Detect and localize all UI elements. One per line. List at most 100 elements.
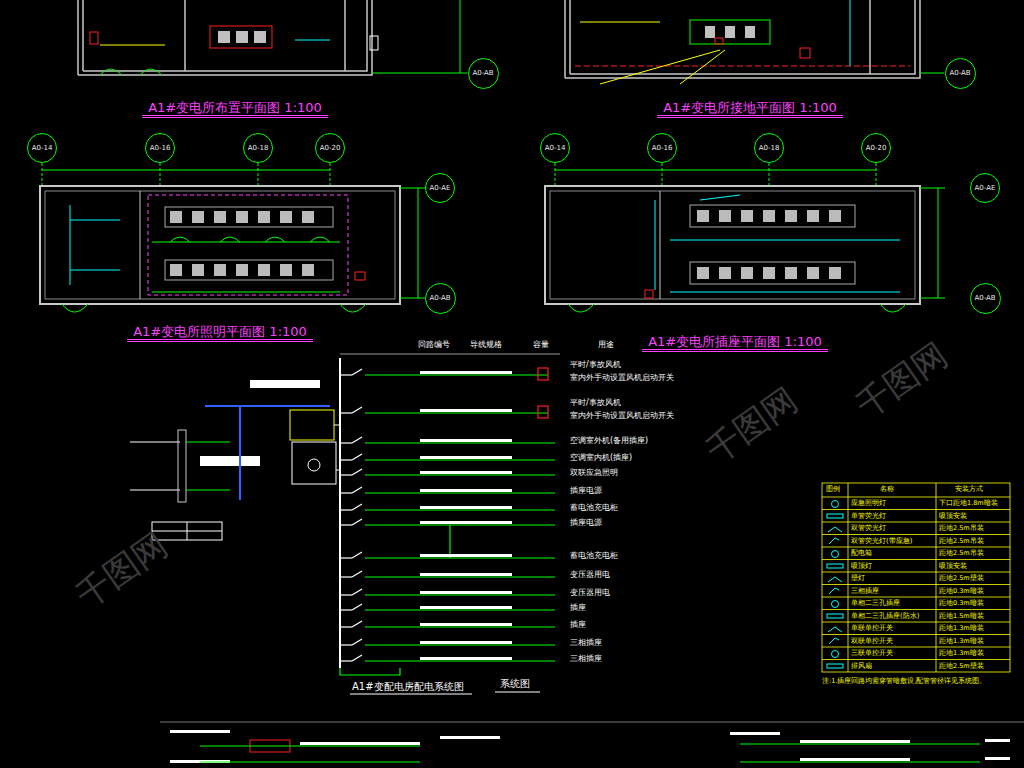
drawing-stroke <box>372 73 467 74</box>
plan-equipment <box>90 0 467 75</box>
axis-label: A0-AB <box>949 70 970 77</box>
legend-symbol-shape <box>832 550 839 557</box>
drawing-stroke <box>340 524 352 525</box>
legend-text: 单管荧光灯 <box>851 513 886 520</box>
legend-symbol <box>825 549 845 559</box>
drawing-stroke <box>295 40 330 41</box>
legend-text: 双管荧光灯 <box>851 525 886 532</box>
drawing-stroke <box>340 626 352 627</box>
drawing-stroke <box>365 374 548 375</box>
drawing-stroke <box>250 380 320 388</box>
drawing-stroke <box>370 36 378 50</box>
drawing-stroke <box>352 487 362 493</box>
bottom-schedule <box>160 722 1024 763</box>
legend-text: 单联单控开关 <box>851 625 893 632</box>
circuit-use: 插座电源 <box>570 487 602 495</box>
plan-walls <box>78 0 372 75</box>
drawing-stroke <box>170 730 230 733</box>
drawing-stroke <box>340 474 352 475</box>
drawing-stroke <box>848 483 849 672</box>
legend-text: 壁灯 <box>851 575 865 582</box>
drawing-stroke <box>365 474 555 475</box>
drawing-stroke <box>200 746 420 747</box>
legend-symbol <box>825 611 845 621</box>
axis-bubble: A0-AB <box>945 58 976 89</box>
drawing-stroke <box>152 242 340 243</box>
column-header: 容量 <box>533 341 549 349</box>
drawing-stroke <box>655 200 656 290</box>
drawing-stroke <box>340 609 352 610</box>
drawing-stroke <box>700 195 740 200</box>
drawing-stroke <box>70 205 71 285</box>
drawing-note: 注:1.插座回路均需穿管暗敷设,配管管径详见系统图。 <box>822 678 986 685</box>
drawing-stroke <box>740 762 980 763</box>
legend-symbol <box>825 624 845 634</box>
drawing-stroke <box>165 260 333 280</box>
drawing-stroke <box>822 622 1010 623</box>
drawing-stroke <box>236 264 248 276</box>
drawing-stroke <box>365 594 555 595</box>
drawing-stroke <box>70 220 120 221</box>
drawing-stroke <box>575 66 910 67</box>
axis-label: A0-AB <box>429 295 450 302</box>
drawing-stroke <box>170 211 182 223</box>
drawing-stroke <box>218 31 230 43</box>
install-method: 距地1.3m暗装 <box>939 650 984 657</box>
legend-text: 应急照明灯 <box>851 500 886 507</box>
legend-text: 单相二三孔插座 <box>851 600 900 607</box>
drawing-stroke <box>741 267 753 279</box>
drawing-stroke <box>152 292 340 293</box>
drawing-stroke <box>40 186 400 304</box>
drawing-stroke <box>45 191 395 299</box>
plan-walls <box>565 0 920 78</box>
axis-bubble: A0-20 <box>861 133 891 163</box>
column-header: 导线规格 <box>470 341 502 349</box>
install-method: 距地1.5m暗装 <box>939 613 984 620</box>
drawing-stroke <box>725 26 735 38</box>
drawing-stroke <box>140 191 141 299</box>
drawing-stroke <box>920 73 944 74</box>
axis-label: A0-AB <box>974 295 995 302</box>
drawing-stroke <box>352 552 362 558</box>
drawing-stroke <box>565 0 920 78</box>
drawing-stroke <box>152 522 222 540</box>
drawing-stroke <box>340 644 352 645</box>
drawing-stroke <box>352 639 362 645</box>
drawing-stroke <box>352 407 362 413</box>
watermark: 千图网 <box>700 381 803 467</box>
axis-bubble: A0-14 <box>27 133 57 163</box>
drawing-stroke <box>254 31 266 43</box>
legend-text: 排风扇 <box>851 663 872 670</box>
axis-label: A0-14 <box>32 145 53 152</box>
drawing-stroke <box>214 211 226 223</box>
drawing-stroke <box>365 609 555 610</box>
drawing-stroke <box>70 270 120 271</box>
drawing-stroke <box>148 195 348 295</box>
drawing-stroke <box>763 210 775 222</box>
drawing-stroke <box>339 358 341 668</box>
drawing-stroke <box>740 744 980 745</box>
drawing-stroke <box>340 412 352 413</box>
drawing-stroke <box>420 641 512 644</box>
plan-drawing: A1#变电所插座平面图 1:100 <box>545 186 925 356</box>
axis-bubble: A0-AE <box>425 173 455 203</box>
legend-text: 三联单控开关 <box>851 650 893 657</box>
circuit-use: 蓄电池充电柜 <box>570 552 618 560</box>
legend-symbol-shape <box>827 614 843 618</box>
drawing-stroke <box>420 456 512 459</box>
table-header: 安装方式 <box>955 486 983 493</box>
drawing-stroke <box>829 210 841 222</box>
drawing-stroke <box>690 205 855 227</box>
axis-bubble: A0-16 <box>647 133 677 163</box>
legend-symbol-shape <box>827 514 843 518</box>
axis-label: A0-18 <box>759 145 780 152</box>
drawing-stroke <box>340 668 400 675</box>
drawing-stroke <box>236 31 248 43</box>
drawing-stroke <box>200 762 420 763</box>
drawing-stroke <box>920 188 945 189</box>
drawing-stroke <box>719 210 731 222</box>
drawing-stroke <box>697 267 709 279</box>
drawing-stroke <box>365 442 555 443</box>
drawing-stroke <box>807 267 819 279</box>
